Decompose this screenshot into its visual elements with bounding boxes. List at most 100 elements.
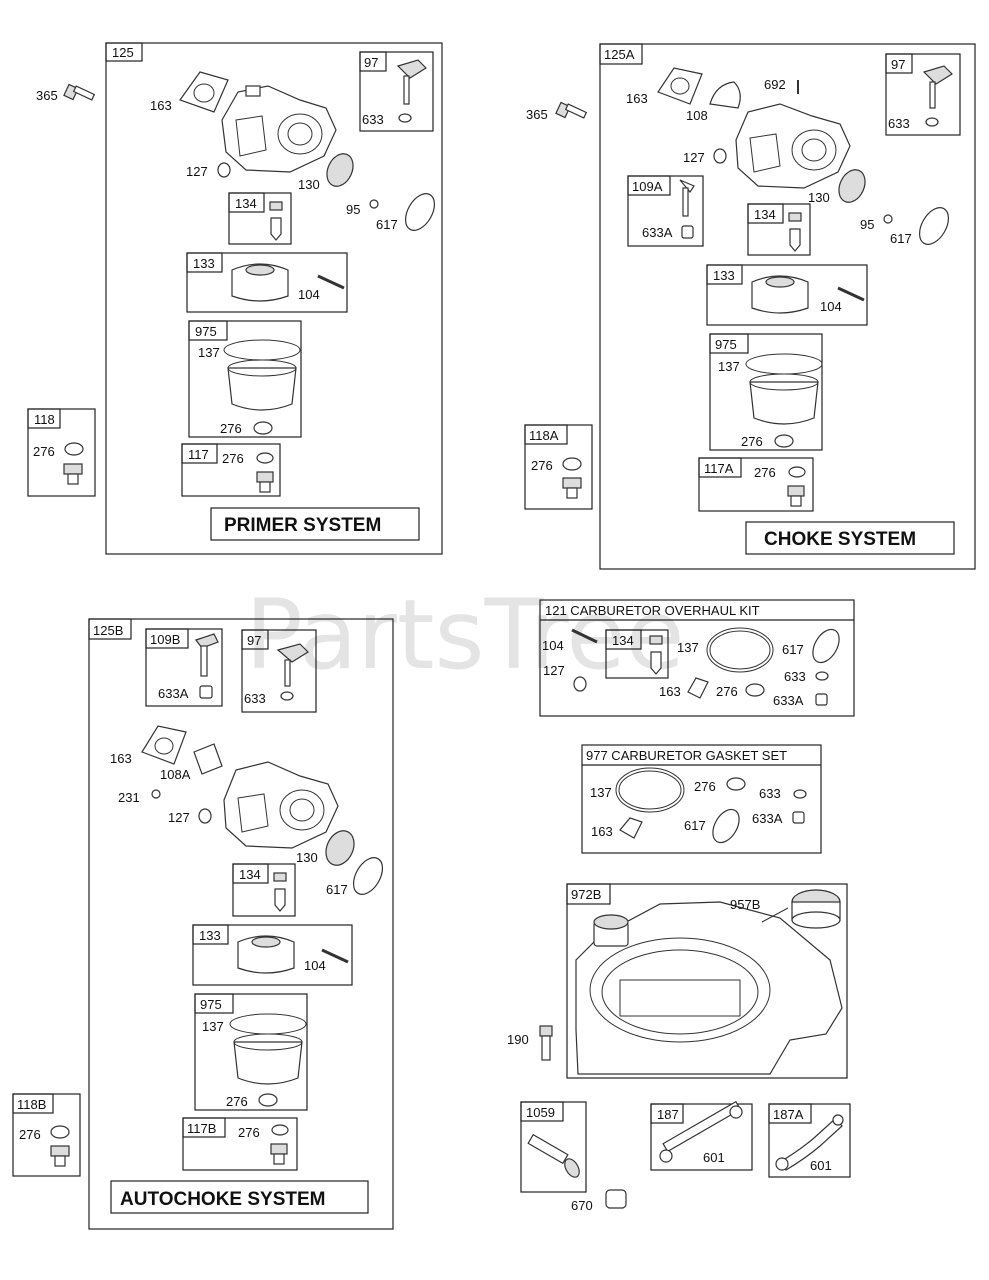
part-label-633a: 633A	[752, 811, 783, 826]
clamp-icon	[605, 1189, 627, 1209]
box-label-97: 97	[891, 57, 905, 72]
part-label-231: 231	[118, 790, 140, 805]
overhaul-kit-title: 121 CARBURETOR OVERHAUL KIT	[545, 603, 760, 618]
gasket-icon	[687, 677, 709, 699]
fitting-icon	[539, 1025, 553, 1061]
box-118-group: 118 276	[27, 408, 96, 497]
bowl-nut-icon	[562, 477, 582, 499]
fuel-tank-group: 972B 957B 190	[507, 883, 848, 1079]
float-icon	[231, 263, 289, 302]
seal-icon	[280, 691, 294, 701]
washer-icon	[271, 1124, 289, 1136]
part-label-276: 276	[754, 465, 776, 480]
part-label-633a: 633A	[158, 686, 189, 701]
choke-shaft-icon	[195, 633, 219, 677]
part-label-127: 127	[543, 663, 565, 678]
gasket-icon	[657, 67, 703, 105]
gasket-icon	[179, 71, 229, 113]
part-label-670: 670	[571, 1198, 593, 1213]
part-label-104: 104	[820, 299, 842, 314]
box-label-133: 133	[193, 256, 215, 271]
seal-icon	[398, 113, 412, 123]
part-label-190: 190	[507, 1032, 529, 1047]
primer-system-group: 125 365 163 127 130 95 617	[36, 42, 443, 555]
box-975	[188, 320, 302, 438]
part-label-127: 127	[683, 150, 705, 165]
seal-icon	[199, 685, 213, 699]
autochoke-system-group: 125B 109B 633A 97 633 163 108A 231	[88, 618, 394, 1230]
part-label-95: 95	[346, 202, 360, 217]
fuel-tank-icon	[575, 901, 843, 1075]
pin-icon	[317, 274, 345, 290]
part-label-163: 163	[150, 98, 172, 113]
needle-valve-icon	[788, 212, 802, 252]
primer-bulb-icon	[396, 59, 427, 105]
o-ring-icon	[918, 207, 950, 245]
part-label-276: 276	[222, 451, 244, 466]
part-label-276: 276	[33, 444, 55, 459]
pin-icon	[837, 286, 865, 302]
part-label-601: 601	[810, 1158, 832, 1173]
part-label-104: 104	[542, 638, 564, 653]
part-label-633: 633	[888, 116, 910, 131]
box-label-118a: 118A	[529, 428, 559, 443]
part-label-633: 633	[759, 786, 781, 801]
box-117a	[698, 457, 814, 512]
o-ring-icon	[352, 857, 384, 895]
o-ring-icon	[712, 808, 740, 844]
watermark: PartsTree	[245, 579, 685, 691]
part-label-137: 137	[677, 640, 699, 655]
part-label-127: 127	[168, 810, 190, 825]
part-label-633: 633	[362, 112, 384, 127]
box-label-117b: 117B	[187, 1121, 216, 1136]
bowl-nut-icon	[50, 1145, 70, 1167]
fuel-line-icon	[775, 1114, 844, 1171]
pin-icon	[321, 948, 349, 964]
box-label-975: 975	[200, 997, 222, 1012]
part-label-104: 104	[304, 958, 326, 973]
gasket-ring-icon	[774, 434, 794, 448]
box-118b-group: 118B 276	[12, 1093, 81, 1177]
box-133	[706, 264, 868, 326]
box-label-133: 133	[199, 928, 221, 943]
seal-icon	[792, 811, 805, 824]
box-label-97: 97	[364, 55, 378, 70]
needle-valve-icon	[269, 201, 283, 241]
o-ring-icon	[713, 148, 727, 164]
part-label-127: 127	[186, 164, 208, 179]
part-label-633: 633	[244, 691, 266, 706]
box-label-117: 117	[188, 447, 209, 462]
box-label-118b: 118B	[17, 1097, 46, 1112]
box-label-109a: 109A	[632, 179, 663, 194]
fuel-line-icon	[659, 1100, 743, 1163]
o-ring-icon	[217, 162, 231, 178]
seal-icon	[793, 789, 807, 799]
box-975	[194, 993, 308, 1111]
choke-group-number: 125A	[604, 47, 635, 62]
box-label-134: 134	[754, 207, 776, 222]
part-label-108: 108	[686, 108, 708, 123]
small-screw-icon	[151, 789, 161, 799]
primer-group-number: 125	[112, 45, 134, 60]
part-label-957b: 957B	[730, 897, 760, 912]
box-label-1059: 1059	[526, 1105, 555, 1120]
box-97	[359, 51, 434, 132]
seal-icon	[815, 693, 828, 706]
part-label-104: 104	[298, 287, 320, 302]
pin-icon	[571, 628, 598, 644]
part-label-137: 137	[202, 1019, 224, 1034]
o-ring-icon	[198, 808, 212, 824]
o-ring-icon	[812, 628, 840, 664]
fuel-cap-icon	[791, 889, 841, 929]
gasket-icon	[619, 817, 643, 839]
part-label-276: 276	[694, 779, 716, 794]
box-975	[709, 333, 823, 451]
part-label-163: 163	[626, 91, 648, 106]
box-label-187a: 187A	[773, 1107, 804, 1122]
part-label-130: 130	[808, 190, 830, 205]
primer-bulb-icon	[276, 643, 309, 687]
washer-icon	[562, 457, 582, 471]
overhaul-kit-frame	[539, 599, 855, 717]
part-label-617: 617	[326, 882, 348, 897]
box-133	[192, 924, 353, 986]
